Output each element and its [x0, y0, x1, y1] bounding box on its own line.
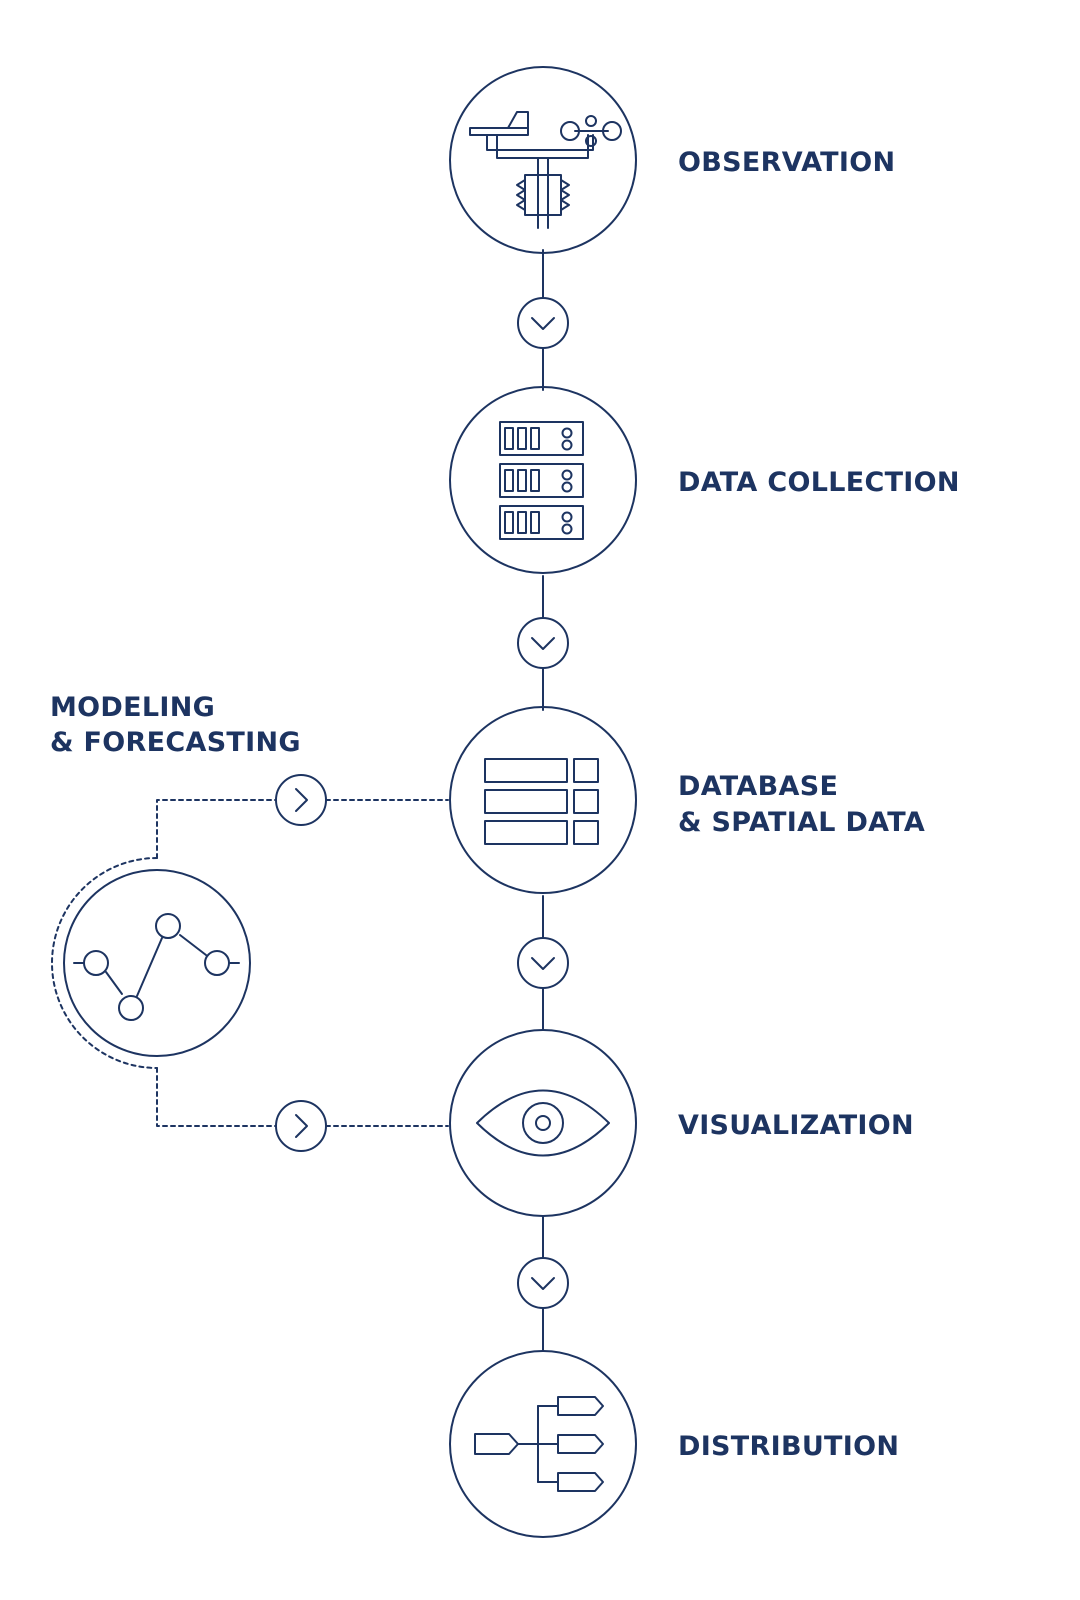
side-flow-lines	[156, 799, 449, 1127]
step-distribution	[449, 1350, 637, 1538]
label-database-sub: & SPATIAL DATA	[678, 807, 925, 838]
step-data-collection	[449, 386, 637, 574]
chevron-down-icon	[517, 937, 569, 989]
step-observation	[449, 66, 637, 254]
chevron-down-icon	[517, 297, 569, 349]
label-modeling: MODELING	[50, 692, 215, 723]
chevron-right-icon	[275, 1100, 327, 1152]
distribution-tree-icon	[474, 1396, 604, 1492]
eye-icon	[476, 1089, 610, 1157]
server-rack-icon	[499, 421, 584, 540]
label-database: DATABASE	[678, 771, 838, 802]
side-process-modeling	[51, 857, 251, 1069]
label-visualization: VISUALIZATION	[678, 1110, 914, 1141]
chevron-down-icon	[517, 1257, 569, 1309]
chevron-right-icon	[275, 774, 327, 826]
label-distribution: DISTRIBUTION	[678, 1431, 899, 1462]
step-database	[449, 706, 637, 894]
label-observation: OBSERVATION	[678, 147, 895, 178]
line-graph-icon	[73, 913, 240, 1021]
weather-station-icon	[469, 111, 622, 229]
chevron-down-icon	[517, 617, 569, 669]
label-modeling-sub: & FORECASTING	[50, 727, 301, 758]
database-table-icon	[484, 758, 599, 845]
label-data-collection: DATA COLLECTION	[678, 467, 960, 498]
step-visualization	[449, 1029, 637, 1217]
